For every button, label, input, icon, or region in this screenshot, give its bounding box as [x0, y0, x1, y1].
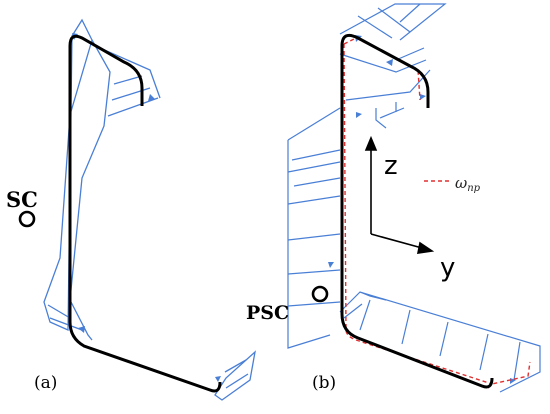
legend-label: ωnp	[455, 174, 481, 194]
axis-y-label: y	[440, 253, 455, 283]
pseudo-shear-center-marker	[311, 285, 329, 303]
legend-omega-subscript: np	[467, 183, 480, 194]
coordinate-axes	[364, 135, 435, 254]
stress-diagram-a	[43, 18, 256, 401]
stress-diagram-b	[287, 3, 541, 393]
shear-center-marker	[18, 210, 36, 228]
warping-function-curve	[343, 37, 531, 389]
axis-z-label: z	[384, 151, 398, 181]
shear-center-label: SC	[6, 187, 38, 212]
section-a	[68, 34, 222, 393]
pseudo-shear-center-label: PSC	[246, 302, 289, 324]
legend-omega: ω	[455, 174, 467, 192]
panel-b: z y ωnp PSC (b)	[246, 3, 541, 393]
panel-a: SC (a)	[6, 18, 256, 401]
section-b	[340, 33, 494, 389]
legend: ωnp	[424, 174, 481, 194]
panel-b-label: (b)	[312, 373, 336, 393]
arrowheads-b	[328, 35, 516, 384]
panel-a-label: (a)	[34, 373, 57, 393]
arrowheads-a	[72, 33, 221, 382]
